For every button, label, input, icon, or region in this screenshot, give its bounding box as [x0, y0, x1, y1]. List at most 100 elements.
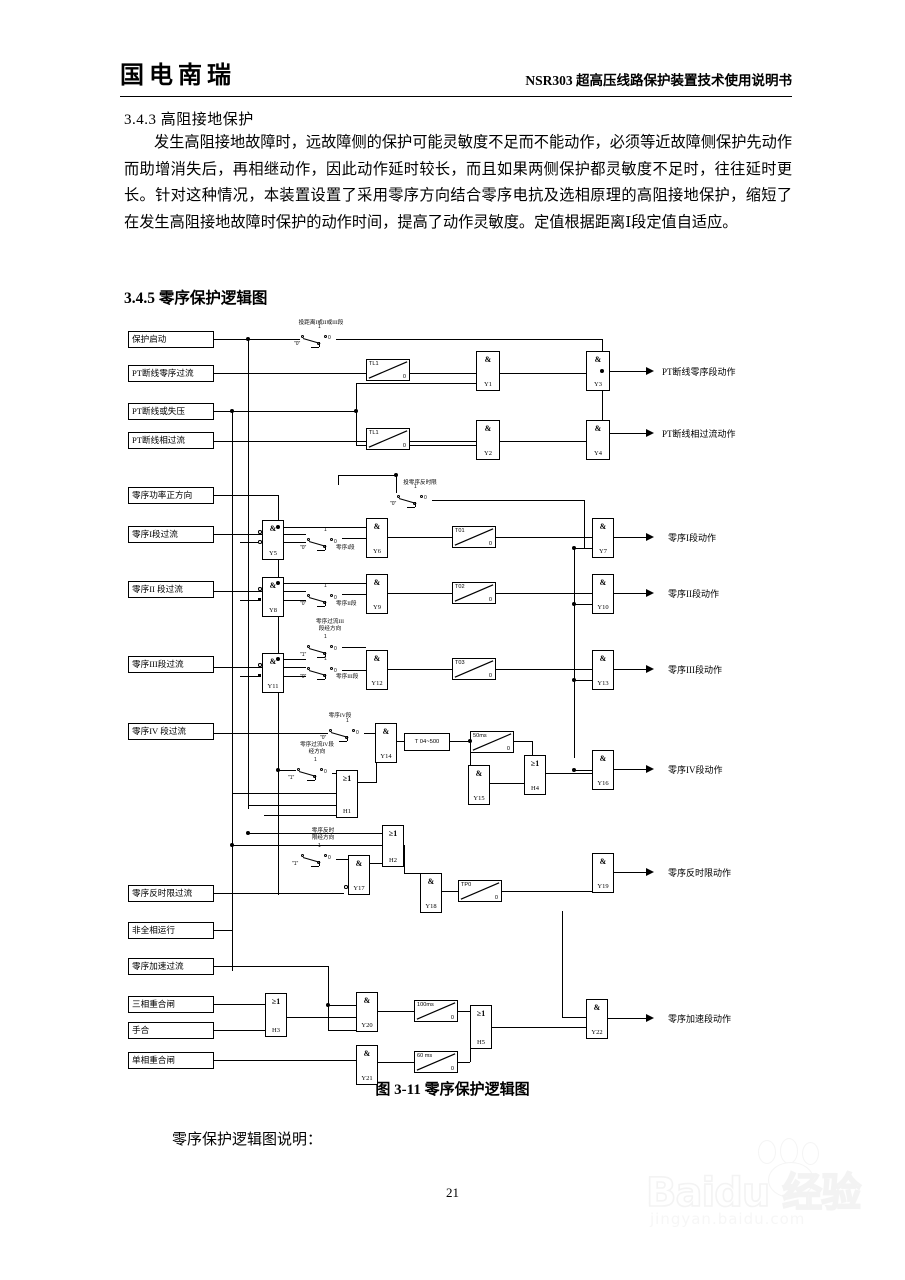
gate-tag: Y17	[353, 885, 365, 892]
and-gate-Y13: & Y13	[592, 650, 614, 690]
timer-right-value: 0	[450, 1015, 454, 1021]
gate-symbol: &	[484, 424, 492, 433]
gate-symbol: &	[594, 355, 602, 364]
gate-symbol: &	[269, 581, 277, 590]
inverting-square-Y11-b	[258, 674, 262, 678]
gate-symbol: &	[382, 727, 390, 736]
timer-left-value: T02	[455, 584, 465, 590]
page-header: 国电南瑞 NSR303 超高压线路保护装置技术使用说明书	[120, 55, 792, 101]
switch-off-quote: "0"	[300, 674, 307, 680]
switch-label-zero-seq-stage2: 零序II段	[336, 601, 357, 607]
and-gate-Y7: & Y7	[592, 518, 614, 558]
and-gate-Y12: & Y12	[366, 650, 388, 690]
switch-off-quote: "0"	[320, 735, 327, 741]
gate-tag: H2	[389, 857, 397, 864]
gate-tag: Y18	[425, 903, 437, 910]
output-label-pt-phase-oc: PT断线相过流动作	[662, 429, 736, 439]
timer-block-T01: T01 0	[452, 526, 496, 548]
switch-on-position-1: 1	[324, 583, 327, 589]
switch-stage3-direction[interactable]	[306, 641, 342, 659]
output-label-accelerate: 零序加速段动作	[668, 1014, 732, 1024]
gate-symbol: &	[269, 524, 277, 533]
input-box-zero-seq-stage2-oc: 零序II 段过流	[128, 581, 214, 598]
timer-right-value: 0	[488, 597, 492, 603]
gate-tag: H4	[531, 785, 539, 792]
or-gate-H5: ≥1 H5	[470, 1005, 492, 1049]
switch-off-quote: "0"	[294, 341, 301, 347]
gate-symbol: &	[363, 1049, 371, 1058]
timer-block-T03: T03 0	[452, 658, 496, 680]
gate-tag: Y20	[361, 1022, 373, 1029]
switch-distance-stage[interactable]	[300, 331, 336, 349]
switch-on-position-1: 1	[324, 527, 327, 533]
and-gate-Y22: & Y22	[586, 999, 608, 1039]
gate-symbol: &	[599, 654, 607, 663]
switch-stage4-direction[interactable]	[296, 764, 332, 782]
and-gate-Y11: & Y11	[262, 653, 284, 693]
section-heading-3-4-5: 3.4.5 零序保护逻辑图	[124, 290, 268, 307]
inverting-bubble-Y5-b	[258, 540, 262, 544]
output-label-stage4: 零序IV段动作	[668, 765, 723, 775]
gate-tag: H3	[272, 1027, 280, 1034]
gate-tag: Y22	[591, 1029, 603, 1036]
gate-symbol: &	[363, 996, 371, 1005]
timer-left-value: TP0	[461, 882, 472, 888]
switch-label-stage3-direction: 零序过流III 段经方向	[316, 619, 344, 632]
output-arrow-3	[646, 533, 654, 541]
switch-off-position-0: 0	[334, 595, 337, 601]
switch-inverse-direction[interactable]	[300, 850, 336, 868]
and-gate-Y9: & Y9	[366, 574, 388, 614]
gate-tag: Y2	[484, 450, 492, 457]
switch-zero-seq-stage1[interactable]	[306, 534, 342, 552]
timer-block-50ms: 50ms 0	[470, 731, 514, 753]
timer-right-value: 0	[488, 541, 492, 547]
gate-symbol: &	[373, 654, 381, 663]
output-label-inverse: 零序反时限动作	[668, 868, 732, 878]
gate-tag: Y7	[599, 548, 607, 555]
or-gate-H3: ≥1 H3	[265, 993, 287, 1037]
gate-symbol: &	[269, 657, 277, 666]
switch-zero-seq-stage4[interactable]	[328, 725, 364, 743]
timer-right-value: 0	[402, 374, 406, 380]
inverting-bubble-Y11-a	[258, 663, 262, 667]
switch-zero-seq-stage2[interactable]	[306, 590, 342, 608]
gate-tag: Y13	[597, 680, 609, 687]
output-label-pt-zero-seq: PT断线零序段动作	[662, 367, 736, 377]
company-logo: 国电南瑞	[120, 60, 236, 89]
output-arrow-7	[646, 868, 654, 876]
switch-inverse-time-enable[interactable]	[396, 491, 432, 509]
input-box-pt-broken-or-lowv: PT断线或失压	[128, 403, 214, 420]
gate-tag: Y6	[373, 548, 381, 555]
gate-tag: Y16	[597, 780, 609, 787]
gate-symbol: &	[427, 877, 435, 886]
gate-symbol: &	[475, 769, 483, 778]
figure-note: 零序保护逻辑图说明：	[172, 1132, 323, 1148]
timer-right-value: 0	[402, 443, 406, 449]
and-gate-Y10: & Y10	[592, 574, 614, 614]
inverting-bubble-Y5-a	[258, 530, 262, 534]
switch-label-zero-seq-stage4: 零序IV段	[328, 713, 352, 719]
gate-tag: Y3	[594, 381, 602, 388]
section-paragraph-3-4-3: 发生高阻接地故障时，远故障侧的保护可能灵敏度不足而不能动作，必须等近故障侧保护先…	[124, 134, 792, 231]
timer-block-100ms: 100ms 0	[414, 1000, 458, 1022]
input-box-zero-seq-stage3-oc: 零序III段过流	[128, 656, 214, 673]
gate-symbol: ≥1	[342, 774, 352, 783]
and-gate-Y8: & Y8	[262, 577, 284, 617]
gate-tag: Y5	[269, 550, 277, 557]
timer-block-TL1-a: TL1 0	[366, 359, 410, 381]
gate-symbol: &	[373, 522, 381, 531]
switch-zero-seq-stage3[interactable]	[306, 663, 342, 681]
output-arrow-8	[646, 1014, 654, 1022]
figure-caption: 图 3-11 零序保护逻辑图	[375, 1082, 530, 1098]
gate-tag: Y10	[597, 604, 609, 611]
inverting-bubble-Y8-a	[258, 587, 262, 591]
timer-right-value: 0	[488, 673, 492, 679]
switch-off-position-0: 0	[328, 335, 331, 341]
switch-off-position-0: 0	[424, 495, 427, 501]
switch-off-position-0: 0	[334, 539, 337, 545]
gate-symbol: &	[594, 424, 602, 433]
output-arrow-2	[646, 429, 654, 437]
timer-left-value: 100ms	[417, 1002, 434, 1008]
inverting-square-Y8-b	[258, 598, 262, 602]
and-gate-Y17: & Y17	[348, 855, 370, 895]
